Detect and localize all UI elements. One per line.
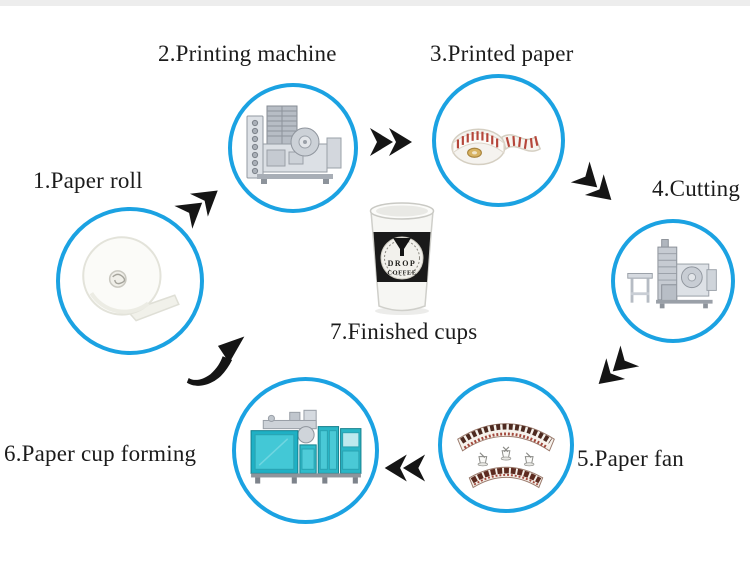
step-3-circle bbox=[432, 74, 565, 207]
step-4-circle bbox=[611, 219, 735, 343]
double-chevron-icon bbox=[370, 128, 412, 156]
paper-fan-blanks-illustration bbox=[457, 423, 555, 489]
cup-logo-line1: DROP bbox=[388, 259, 417, 268]
arrow-step1-to-step2 bbox=[172, 173, 234, 231]
cup-logo-line2: COFFEE bbox=[387, 270, 416, 277]
curved-arrow-icon bbox=[186, 336, 245, 386]
top-strip bbox=[0, 0, 750, 6]
step-2-circle bbox=[228, 83, 358, 213]
arrow-step4-to-step5 bbox=[582, 343, 642, 402]
step-4-label: 4.Cutting bbox=[652, 176, 741, 201]
cutting-machine-illustration bbox=[627, 239, 717, 309]
double-chevron-icon bbox=[570, 161, 612, 201]
arrow-step5-to-step6 bbox=[377, 452, 427, 484]
arrow-step6-to-step7 bbox=[184, 330, 250, 392]
double-chevron-icon bbox=[384, 454, 426, 482]
step-1-circle bbox=[56, 207, 204, 355]
step-6-circle bbox=[232, 377, 379, 524]
step-5-circle bbox=[438, 377, 574, 513]
printing-machine-illustration bbox=[246, 105, 342, 184]
arrow-step2-to-step3 bbox=[368, 126, 420, 158]
double-chevron-icon bbox=[174, 190, 218, 229]
step-7-label: 7.Finished cups bbox=[330, 319, 478, 344]
step-5-label: 5.Paper fan bbox=[577, 446, 684, 471]
paper-roll-illustration bbox=[82, 236, 180, 322]
paper-cup-forming-machine-illustration bbox=[250, 409, 361, 484]
step-3-label: 3.Printed paper bbox=[430, 41, 574, 66]
step-6-label: 6.Paper cup forming bbox=[4, 441, 197, 466]
step-7-finished-cup: DROP COFFEE bbox=[352, 198, 452, 316]
printed-paper-roll-illustration bbox=[450, 128, 541, 165]
step-2-label: 2.Printing machine bbox=[158, 41, 337, 66]
arrow-step3-to-step4 bbox=[568, 159, 628, 218]
double-chevron-icon bbox=[598, 345, 640, 385]
finished-paper-cup-illustration: DROP COFFEE bbox=[369, 202, 435, 315]
step-1-label: 1.Paper roll bbox=[33, 168, 143, 193]
